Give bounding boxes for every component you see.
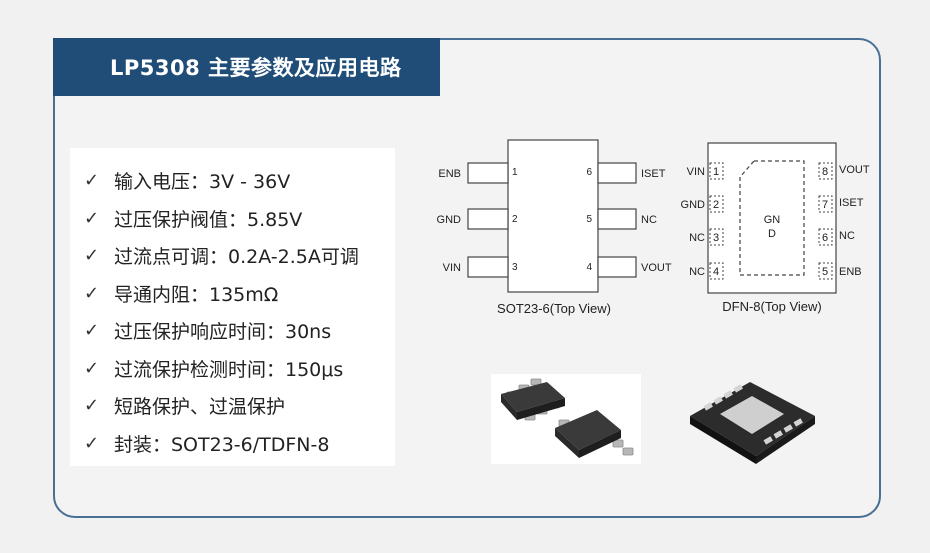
pin-name: NC	[839, 230, 855, 242]
pad-label: GN	[764, 214, 781, 226]
pad-label: D	[768, 228, 776, 240]
pin-number: 5	[586, 214, 592, 225]
dfn-pin	[709, 195, 724, 213]
package-caption: SOT23-6(Top View)	[497, 301, 611, 316]
sot23-chip-photo	[491, 374, 641, 464]
dfn-pin	[709, 228, 724, 246]
check-icon: ✓	[84, 207, 100, 229]
pin-name: VIN	[443, 262, 461, 274]
spec-list: ✓ 输入电压：3V - 36V ✓ 过压保护阀值：5.85V ✓ 过流点可调：0.2A…	[70, 148, 395, 466]
pin-number: 6	[822, 232, 828, 244]
spec-text: 短路保护、过温保护	[114, 396, 286, 419]
spec-item: ✓ 封装：SOT23-6/TDFN-8	[84, 425, 395, 463]
pin-name: ISET	[641, 168, 666, 180]
pin-name: NC	[641, 214, 657, 226]
check-icon: ✓	[84, 170, 100, 192]
pin-number: 7	[822, 199, 828, 211]
dfn-pin	[818, 195, 833, 213]
pin-number: 4	[713, 266, 719, 278]
sot23-pin	[467, 208, 509, 230]
pin-name: GND	[437, 214, 462, 226]
dfn8-chip-photo	[680, 372, 830, 468]
spec-text: 过流保护检测时间：150μs	[114, 358, 344, 381]
dfn-pin	[818, 262, 833, 280]
package-caption: DFN-8(Top View)	[722, 299, 821, 314]
pin-name: ISET	[839, 197, 864, 209]
sot23-pin	[597, 162, 637, 184]
check-icon: ✓	[84, 320, 100, 342]
sot23-pin	[597, 208, 637, 230]
spec-text: 过流点可调：0.2A-2.5A可调	[114, 246, 359, 269]
check-icon: ✓	[84, 245, 100, 267]
spec-item: ✓ 过压保护阀值：5.85V	[84, 200, 395, 238]
spec-text: 过压保护阀值：5.85V	[114, 208, 303, 231]
pin-name: GND	[681, 199, 706, 211]
check-icon: ✓	[84, 395, 100, 417]
sot23-body	[507, 139, 599, 293]
dfn-pin	[818, 228, 833, 246]
spec-item: ✓ 短路保护、过温保护	[84, 387, 395, 425]
sot23-pin	[467, 256, 509, 278]
spec-text: 输入电压：3V - 36V	[114, 171, 291, 194]
dfn-pin	[818, 162, 833, 180]
pin-name: VOUT	[839, 164, 870, 176]
dfn-body	[707, 142, 837, 294]
pin-number: 2	[713, 199, 719, 211]
pin-number: 5	[822, 266, 828, 278]
pin-number: 6	[586, 167, 592, 178]
pin-number: 4	[586, 262, 592, 273]
pin-number: 1	[713, 166, 719, 178]
dfn-pin	[709, 162, 724, 180]
pin-number: 1	[512, 167, 518, 178]
spec-text: 封装：SOT23-6/TDFN-8	[114, 433, 330, 456]
pin-name: NC	[689, 232, 705, 244]
pin-number: 2	[512, 214, 518, 225]
spec-item: ✓ 过流点可调：0.2A-2.5A可调	[84, 237, 395, 275]
dfn-pin	[709, 262, 724, 280]
page-title: LP5308 主要参数及应用电路	[53, 38, 440, 96]
spec-item: ✓ 输入电压：3V - 36V	[84, 162, 395, 200]
sot23-pinout: ENB GND VIN 1 2 3 6 5 4 ISET NC VOUT SOT…	[430, 135, 680, 325]
pin-name: ENB	[438, 168, 461, 180]
pin-name: NC	[689, 266, 705, 278]
pin-number: 3	[512, 262, 518, 273]
check-icon: ✓	[84, 432, 100, 454]
pin-name: VOUT	[641, 262, 672, 274]
pin-number: 3	[713, 232, 719, 244]
spec-item: ✓ 过压保护响应时间：30ns	[84, 312, 395, 350]
pin-name: VIN	[687, 166, 705, 178]
spec-item: ✓ 导通内阻：135mΩ	[84, 275, 395, 313]
pin-name: ENB	[839, 266, 862, 278]
check-icon: ✓	[84, 357, 100, 379]
dfn8-pinout: GN D 1 2 3 4 8 7 6 5 VIN GND NC NC VOUT …	[680, 135, 880, 325]
pin-number: 8	[822, 166, 828, 178]
dfn-thermal-pad	[739, 160, 805, 276]
sot23-pin	[597, 256, 637, 278]
spec-text: 过压保护响应时间：30ns	[114, 321, 332, 344]
spec-text: 导通内阻：135mΩ	[114, 283, 279, 306]
sot23-pin	[467, 162, 509, 184]
spec-item: ✓ 过流保护检测时间：150μs	[84, 350, 395, 388]
check-icon: ✓	[84, 282, 100, 304]
